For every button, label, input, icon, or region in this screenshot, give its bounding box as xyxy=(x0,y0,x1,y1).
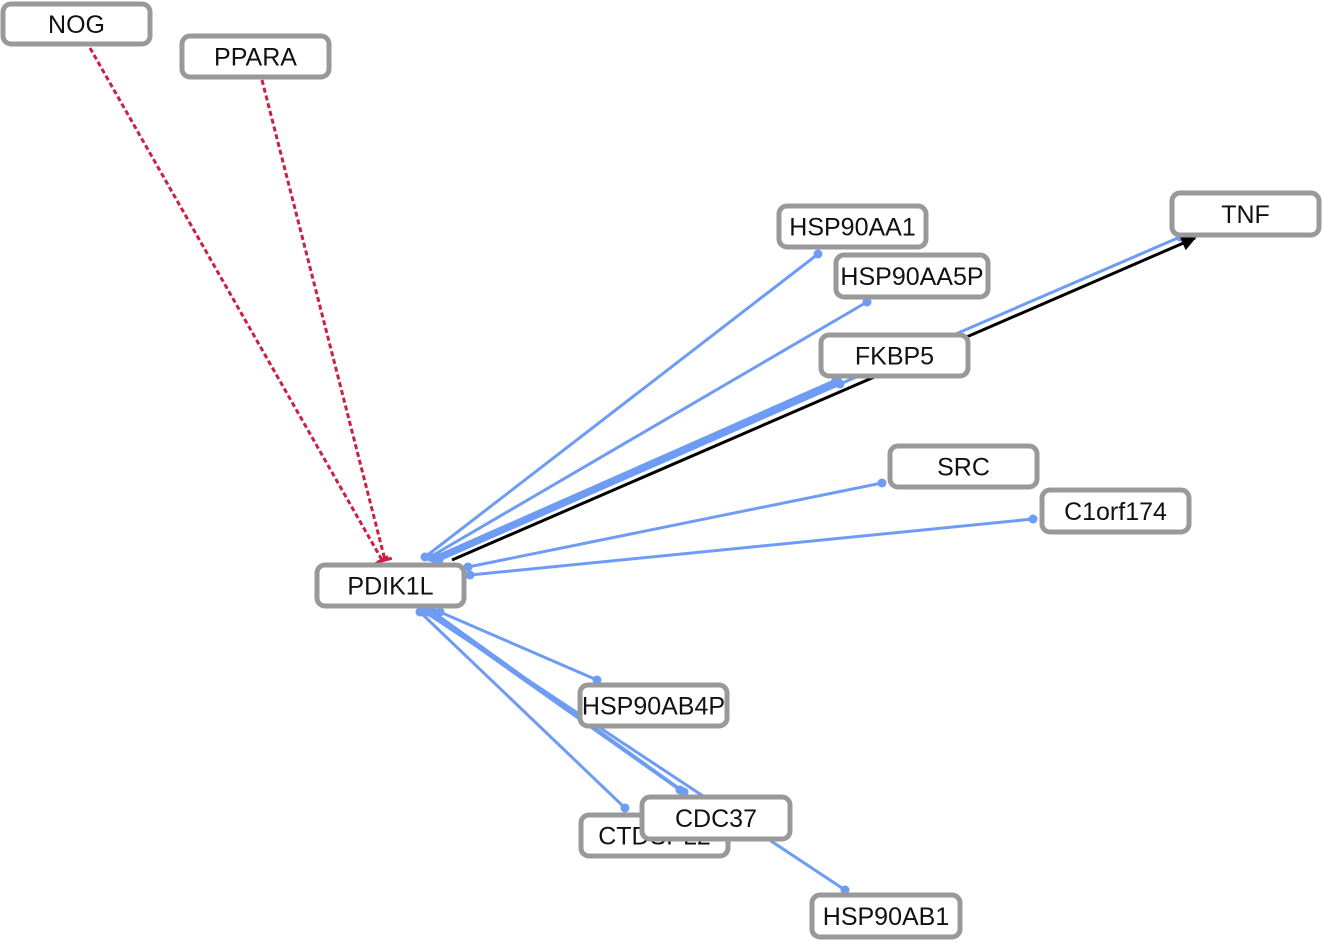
edge-line xyxy=(432,378,837,560)
edge-PDIK1L-HSP90AA5P xyxy=(425,297,872,562)
edge-line xyxy=(424,610,846,892)
edge-line xyxy=(467,481,883,569)
node-HSP90AB4P[interactable]: HSP90AB4P xyxy=(577,682,730,729)
node-label: HSP90AB4P xyxy=(582,693,725,721)
edge-endpoint-dot xyxy=(592,675,602,685)
node-box xyxy=(818,332,971,379)
edge-line xyxy=(429,300,868,559)
edge-NOG-PDIK1L xyxy=(88,47,389,565)
node-C1orf174[interactable]: C1orf174 xyxy=(1039,487,1192,535)
node-CDC37[interactable]: CDC37 xyxy=(639,794,793,842)
node-label: FKBP5 xyxy=(855,343,934,371)
node-label: PPARA xyxy=(214,44,297,72)
node-label: SRC xyxy=(937,454,990,482)
edge-line xyxy=(469,517,1034,577)
edge-PDIK1L-SRC xyxy=(463,478,887,572)
node-label: NOG xyxy=(48,11,105,39)
edge-PPARA-PDIK1L xyxy=(260,79,393,564)
node-label: HSP90AA1 xyxy=(789,214,915,242)
edge-line xyxy=(260,79,387,561)
node-PPARA[interactable]: PPARA xyxy=(179,33,332,80)
node-label: CDC37 xyxy=(675,805,757,833)
edge-line xyxy=(439,610,598,682)
edge-endpoint-dot xyxy=(877,478,887,488)
node-box xyxy=(639,794,793,842)
node-box xyxy=(1169,190,1322,238)
edge-PDIK1L-TNF xyxy=(451,236,1197,562)
edge-endpoint-dot xyxy=(813,249,823,259)
edge-line xyxy=(424,252,819,559)
node-TNF[interactable]: TNF xyxy=(1169,190,1322,238)
edge-endpoint-dot xyxy=(1028,514,1038,524)
node-FKBP5[interactable]: FKBP5 xyxy=(818,332,971,379)
node-SRC[interactable]: SRC xyxy=(887,443,1040,490)
edge-endpoint-dot xyxy=(415,607,425,617)
node-box xyxy=(577,682,730,729)
node-box xyxy=(179,33,332,80)
node-box xyxy=(0,1,153,47)
node-HSP90AA1[interactable]: HSP90AA1 xyxy=(776,203,929,250)
edge-PDIK1L-CTDSPL2 xyxy=(415,607,630,813)
node-label: HSP90AB1 xyxy=(823,903,949,931)
node-label: HSP90AA5P xyxy=(840,263,983,291)
edge-PDIK1L-HSP90AA1 xyxy=(420,249,823,562)
inhibition-bar xyxy=(377,556,393,564)
edge-endpoint-dot xyxy=(862,297,872,307)
edge-endpoint-dot xyxy=(840,885,850,895)
node-box xyxy=(1039,487,1192,535)
node-box xyxy=(314,562,467,609)
node-HSP90AB1[interactable]: HSP90AB1 xyxy=(809,892,963,940)
edge-line xyxy=(88,47,384,561)
node-box xyxy=(833,252,991,300)
node-label: TNF xyxy=(1221,201,1270,229)
node-box xyxy=(887,443,1040,490)
node-box xyxy=(809,892,963,940)
edge-endpoint-dot xyxy=(465,570,475,580)
edge-line xyxy=(451,236,1197,562)
edge-endpoint-dot xyxy=(679,787,689,797)
node-box xyxy=(776,203,929,250)
node-PDIK1L[interactable]: PDIK1L xyxy=(314,562,467,609)
edge-PDIK1L-C1orf174 xyxy=(465,514,1038,580)
edge-endpoint-dot xyxy=(620,803,630,813)
edge-endpoint-dot xyxy=(435,552,445,562)
edge-line xyxy=(439,235,1181,559)
node-HSP90AA5P[interactable]: HSP90AA5P xyxy=(833,252,991,300)
node-label: C1orf174 xyxy=(1064,498,1167,526)
node-NOG[interactable]: NOG xyxy=(0,1,153,47)
node-label: PDIK1L xyxy=(347,573,433,601)
edge-line xyxy=(418,610,627,810)
